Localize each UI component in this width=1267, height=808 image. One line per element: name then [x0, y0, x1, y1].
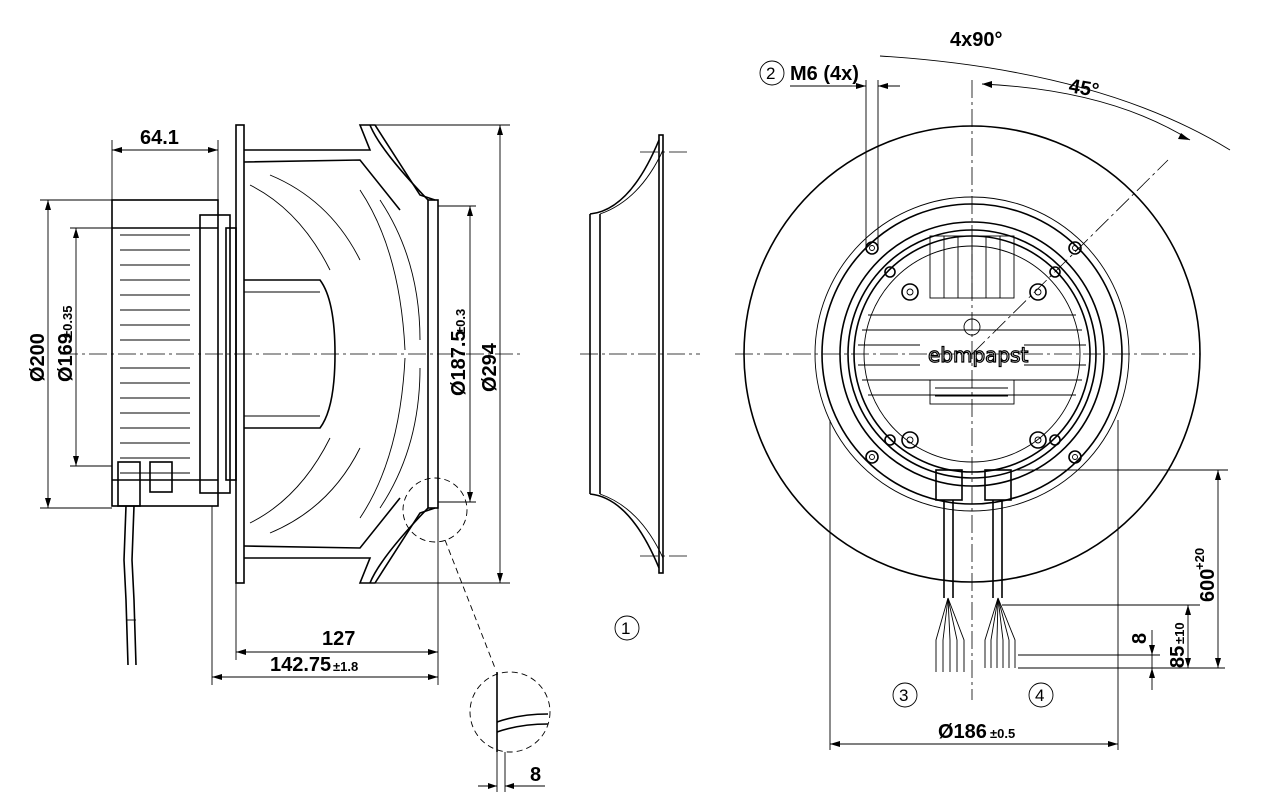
brand-logo: ebmpapst — [928, 343, 1029, 367]
dim-d187-5-tol: ±0.3 — [453, 309, 468, 334]
side-dimensions: 64.1 Ø200 Ø169 ±0.35 Ø187.5 ±0.3 Ø294 — [27, 124, 510, 685]
logo-emblem — [963, 318, 981, 336]
dim-d186-tol: ±0.5 — [990, 726, 1015, 741]
cable-leads-3 — [935, 597, 965, 672]
dim-64-1: 64.1 — [140, 127, 179, 149]
dim-127: 127 — [322, 628, 355, 650]
callout-3: 3 — [899, 686, 908, 705]
motor-fins — [120, 234, 190, 474]
front-dimensions: 4x90° 45° Ø186 ±0.5 600 +20 85 ±10 — [829, 29, 1231, 750]
dim-45: 45° — [1067, 75, 1101, 102]
dim-85-tol: ±10 — [1172, 622, 1187, 644]
dim-detail-8: 8 — [530, 764, 541, 786]
callout-2-text: M6 (4x) — [790, 63, 859, 85]
callout-1: 1 — [621, 619, 630, 638]
dim-85: 85 — [1167, 646, 1189, 668]
detail-circle — [402, 477, 468, 543]
callout-4: 4 — [1035, 686, 1044, 705]
cable-leads-4 — [984, 597, 1016, 668]
dim-4x90: 4x90° — [950, 29, 1003, 51]
side-view — [60, 124, 520, 669]
dim-600: 600 — [1197, 569, 1219, 602]
dim-600-tol: +20 — [1192, 548, 1207, 570]
dim-142-75-tol: ±1.8 — [333, 659, 358, 674]
dim-d200: Ø200 — [27, 333, 49, 382]
dim-d294: Ø294 — [479, 342, 501, 392]
inlet-ring-view: 1 — [580, 134, 700, 641]
warning-label — [929, 379, 1015, 405]
dim-142-75: 142.75 — [270, 654, 331, 676]
screws — [884, 266, 1061, 449]
front-view: ebmpapst 3 4 2 — [735, 60, 1201, 708]
dim-d187-5: Ø187.5 — [448, 330, 470, 396]
dim-d186: Ø186 — [938, 721, 987, 743]
dim-8-leads: 8 — [1129, 633, 1151, 644]
dim-d169: Ø169 — [55, 333, 77, 382]
detail-view: 8 — [469, 671, 551, 792]
callout-2: 2 — [766, 64, 775, 83]
heat-fins — [858, 235, 1086, 396]
dim-d169-tol: ±0.35 — [60, 306, 75, 338]
